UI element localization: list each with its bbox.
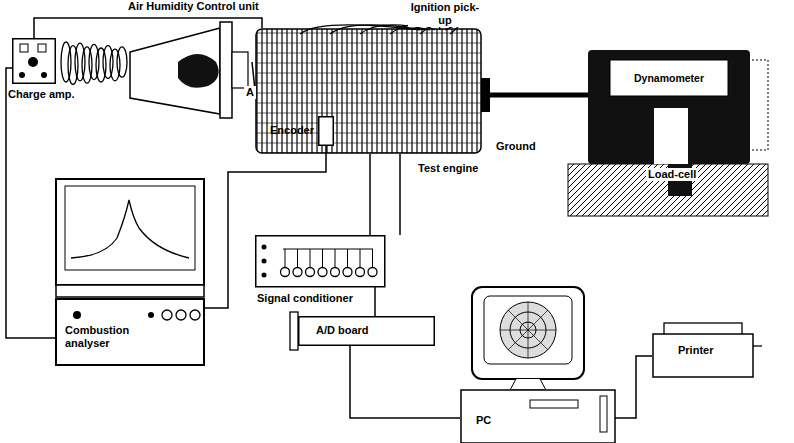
node-box: PC [460,286,620,443]
connector-line [490,93,588,98]
intake-hose [61,42,127,84]
part-label: Ignition pick-up [408,1,482,27]
node-box: Signal conditioner [255,235,387,307]
node-label: Test engine [418,162,478,175]
connector-line [399,154,401,235]
node-label: Encoder [270,124,314,137]
node-box: Test engine [255,28,490,178]
connector-line [374,287,376,316]
node-label: Dynamometer [610,60,728,96]
node-box: Air Humidity Control unit [128,0,252,118]
node-box: A/D board [290,316,435,346]
node-label: Printer [678,344,713,357]
node-box: Dynamometer [588,50,750,166]
node-label: Air Humidity Control unit [128,0,259,13]
connector-line [350,346,460,418]
node-label: Combustion analyser [65,324,143,350]
part-label: A [244,86,256,99]
node-label: A/D board [316,324,369,337]
node-box: Encoder [318,116,334,146]
node-box: Charge amp. [12,38,76,104]
dyno-side [752,60,768,150]
part-label: Ground [494,140,538,153]
node-box: Printer [652,322,762,378]
connector-line [6,68,55,338]
connector-line [615,356,652,418]
node-label: Charge amp. [8,88,75,101]
part-label: Load-cell [646,168,698,181]
connector-line [369,154,371,235]
node-box: Combustion analyser [55,178,213,378]
node-label: Signal conditioner [257,292,353,305]
node-label: PC [476,414,491,427]
